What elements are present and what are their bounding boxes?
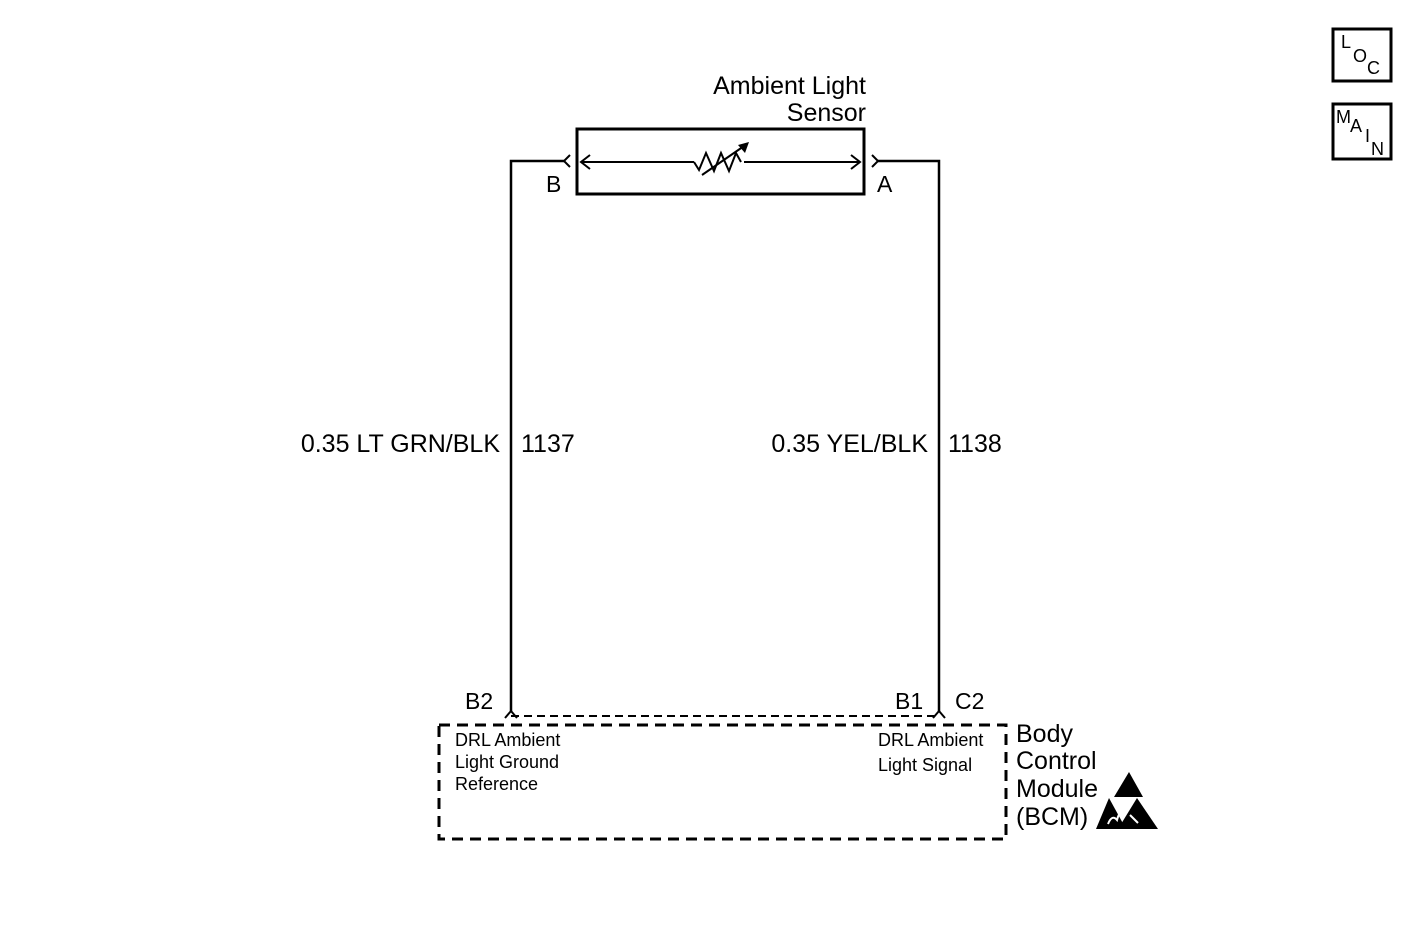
sensor-pin-a: A [877,171,893,197]
sensor-pin-b: B [546,171,561,197]
bcm-left-function-line2: Light Ground [455,752,559,772]
bcm-left-function-line3: Reference [455,774,538,794]
terminal-a-marker [871,154,880,168]
loc-letter-c: C [1367,58,1380,78]
main-letter-m: M [1336,107,1351,127]
arrowhead-right [850,154,862,170]
bcm-outline [437,723,1008,841]
esd-sensitive-warning-icon [1096,772,1158,829]
wire-1138-circuit: 1138 [948,430,1002,458]
loc-button[interactable]: L O C [1331,27,1393,83]
bcm-pin-b2-marker [504,709,518,719]
bcm-name-line1: Body [1016,720,1073,748]
wire-1138: 0.35 YEL/BLK 1138 [771,159,1002,712]
bcm-name-line3: Module [1016,775,1098,803]
main-letter-n: N [1371,139,1384,159]
loc-letter-l: L [1341,32,1351,52]
sensor-title-line1: Ambient Light [713,72,866,100]
bcm-name-line4: (BCM) [1016,803,1088,831]
bcm-name-line2: Control [1016,747,1097,775]
loc-letter-o: O [1353,46,1367,66]
main-button-icon [1331,102,1393,161]
bcm-pin-b2: B2 [465,688,493,714]
ambient-light-sensor: Ambient Light Sensor B A [546,72,893,197]
wire-1137-gauge-color: 0.35 LT GRN/BLK [301,430,500,458]
bcm-pin-b1: B1 [895,688,923,714]
bcm-pin-b1-marker [932,709,946,719]
sensor-body [575,127,866,196]
sensor-title-line2: Sensor [787,99,866,127]
arrowhead-left [579,154,591,170]
wire-1137: 0.35 LT GRN/BLK 1137 [301,159,575,712]
main-letter-i: I [1365,126,1370,146]
bcm-right-function-line1: DRL Ambient [878,730,983,750]
bcm-connector-c2: C2 [955,688,984,714]
bcm-left-function-line1: DRL Ambient [455,730,560,750]
wire-1137-circuit: 1137 [521,430,575,458]
terminal-b-marker [562,154,571,168]
body-control-module: B2 B1 C2 DRL Ambient Light Ground Refere… [437,688,1158,841]
main-letter-a: A [1350,116,1362,136]
loc-button-icon [1331,27,1393,83]
main-button[interactable]: M A I N [1331,102,1393,161]
bcm-right-function-line2: Light Signal [878,755,972,775]
variable-resistor-icon [693,142,749,176]
wire-1138-gauge-color: 0.35 YEL/BLK [771,430,928,458]
